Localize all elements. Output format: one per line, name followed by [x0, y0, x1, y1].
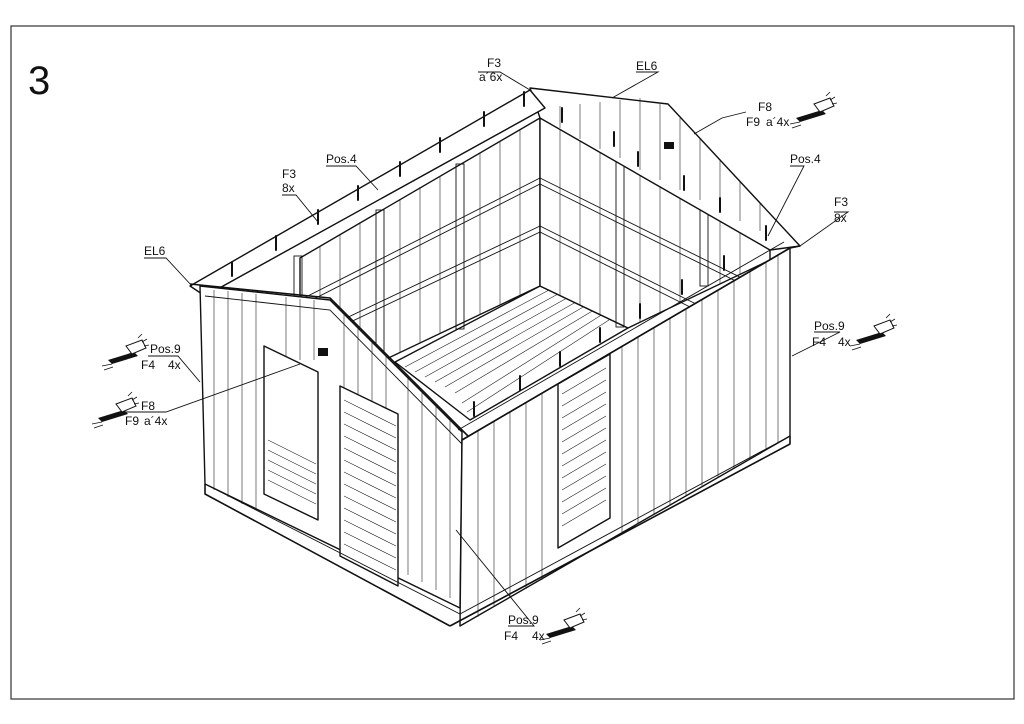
label-rwall-f4: F4	[812, 335, 826, 349]
label-bottom-4x: 4x	[532, 629, 545, 643]
leader-lines	[120, 71, 850, 627]
front-gable-edge	[189, 283, 469, 437]
right-wall-boards	[477, 255, 779, 617]
shed-structure	[189, 87, 801, 627]
label-left-4x: 4x	[168, 358, 181, 372]
hammer-nail-icon	[849, 313, 898, 351]
label-top-f3: F3	[487, 56, 501, 70]
label-top-el6: EL6	[636, 59, 658, 73]
label-left-8x: 8x	[282, 181, 295, 195]
hammer-nail-icon	[539, 607, 588, 645]
side-door-boards	[561, 367, 607, 527]
label-right-8x: 8x	[834, 211, 847, 225]
label-left-a4x: a´4x	[144, 414, 167, 428]
label-left-f9: F9	[125, 414, 139, 428]
front-door-boards	[343, 399, 397, 571]
front-window-opening	[263, 345, 319, 521]
label-pos4-right: Pos.4	[790, 152, 821, 166]
back-right-wall-boards	[559, 128, 741, 322]
label-bottom-pos9: Pos.9	[508, 613, 539, 627]
base-right	[449, 436, 791, 627]
floor-boards	[404, 289, 613, 413]
page-border	[10, 25, 1015, 700]
step-number: 3	[28, 59, 50, 103]
front-vent	[318, 348, 328, 356]
callout-labels: F3 a´6x EL6 F8 F9 a´4x F3 8x Pos.4 Pos.4…	[125, 56, 851, 643]
label-left-pos9: Pos.9	[150, 342, 181, 356]
label-right-f8: F8	[758, 100, 772, 114]
front-door-opening	[339, 385, 399, 587]
label-left-f3: F3	[282, 167, 296, 181]
back-gable-boards	[559, 98, 761, 231]
label-pos4-left: Pos.4	[326, 152, 357, 166]
base-front	[204, 484, 451, 627]
label-right-f3: F3	[834, 195, 848, 209]
hammer-nail-icon	[789, 91, 838, 129]
label-left-f8: F8	[141, 399, 155, 413]
back-right-rails	[539, 177, 771, 313]
label-left-el6: EL6	[144, 244, 166, 258]
label-right-a4x: a´4x	[766, 115, 789, 129]
label-right-f9: F9	[746, 115, 760, 129]
front-window-floor	[267, 439, 317, 505]
back-vent	[664, 142, 674, 149]
back-gable	[529, 87, 801, 251]
label-rwall-pos9: Pos.9	[814, 319, 845, 333]
label-rwall-4x: 4x	[838, 335, 851, 349]
label-bottom-f4: F4	[504, 629, 518, 643]
side-door	[557, 353, 611, 549]
label-top-a6x: a´6x	[479, 70, 502, 84]
front-gable-boards	[213, 290, 451, 598]
label-left-f4: F4	[141, 358, 155, 372]
